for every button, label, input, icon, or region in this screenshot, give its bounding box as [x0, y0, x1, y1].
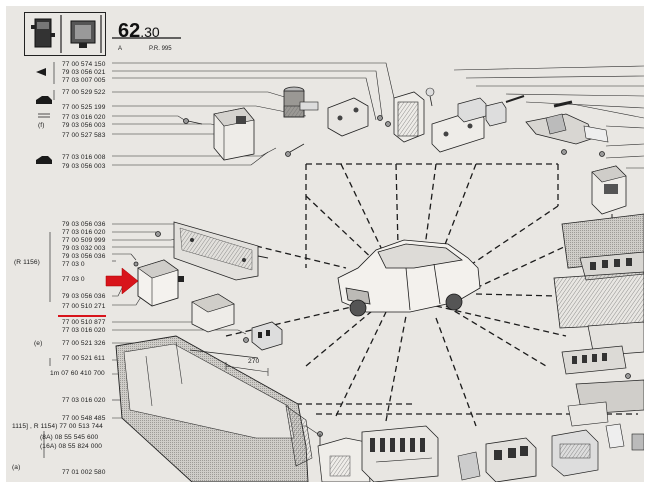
part-number: 77 00 525 199	[62, 104, 106, 111]
page-number-sub: .30	[140, 24, 160, 40]
variant-label-e: (e)	[34, 340, 43, 347]
part-number: 77 00 509 999	[62, 237, 106, 244]
lighter-unit	[393, 87, 435, 143]
part-number: (8A) 08 55 545 600	[40, 434, 99, 441]
part-number: 77 00 510 877	[62, 319, 106, 326]
right-panels	[553, 213, 644, 427]
part-number: 77 03 0	[62, 261, 85, 268]
part-number: 77 03 016 020	[62, 327, 106, 334]
part-number: 79 03 056 021	[62, 69, 106, 76]
square-relay	[213, 107, 255, 161]
part-number: 77 00 548 485	[62, 415, 106, 422]
part-number: 77 03 016 020	[62, 114, 106, 121]
relay-right	[591, 165, 627, 222]
page-reference: P.R. 995	[149, 46, 172, 52]
part-number-highlighted: 77 00 510 271	[62, 303, 106, 310]
rear-lamp-housing	[115, 335, 313, 482]
part-number: 77 00 521 326	[62, 340, 106, 347]
part-number: 77 00 574 150	[62, 61, 106, 68]
page-number: 62.30	[118, 20, 160, 43]
fuse-box-right	[457, 437, 537, 482]
relay-bracket-middle	[173, 221, 269, 281]
part-number: 77 00 521 611	[62, 355, 105, 362]
part-number: 1115] , R 1154) 77 00 513 744	[12, 423, 103, 430]
part-number: 79 03 056 003	[62, 122, 106, 129]
fuse-box-left	[361, 425, 439, 482]
variant-label-a: (a)	[12, 464, 21, 471]
part-number: 77 03 016 020	[62, 229, 106, 236]
part-number: 77 03 007 005	[62, 77, 106, 84]
variant-label-r1156: (R 1156)	[14, 259, 40, 266]
dimension-label: 270	[248, 358, 260, 365]
part-number: 77 03 016 020	[62, 397, 106, 404]
part-number: 79 03 032 003	[62, 245, 106, 252]
part-number: 79 03 056 036	[62, 253, 106, 260]
part-number: 79 03 056 036	[62, 221, 106, 228]
part-number: 77 03 0	[62, 276, 85, 283]
part-number: 79 03 056 036	[62, 293, 106, 300]
cylinder-relay	[283, 86, 319, 118]
connector-bottom-right	[551, 423, 644, 477]
page-number-main: 62	[118, 20, 141, 42]
car-sketch	[337, 239, 481, 317]
variant-label-f: (f)	[38, 122, 45, 129]
part-number: 77 03 016 008	[62, 154, 106, 161]
right-leaders	[453, 65, 644, 169]
part-number: 77 01 002 580	[62, 469, 106, 476]
flasher-relay-highlighted	[137, 259, 184, 307]
header-icon-box	[24, 12, 106, 56]
switch-plate-top-right	[431, 95, 609, 153]
relay-lower	[191, 293, 235, 333]
page-letter: A	[118, 46, 123, 52]
dimension-marker	[225, 362, 269, 376]
part-number: 77 00 529 522	[62, 89, 106, 96]
part-number: 1m 07 60 410 700	[50, 370, 105, 377]
relay-unit-icon	[31, 15, 62, 53]
relay-box-icon	[70, 15, 102, 53]
index-bracket	[43, 62, 55, 458]
vehicle-symbols	[36, 68, 52, 164]
connector-plug	[251, 321, 283, 351]
highlight-underline	[58, 315, 106, 318]
part-number: 77 00 527 583	[62, 132, 106, 139]
lamp-lens	[317, 437, 371, 482]
part-number: (16A) 08 55 824 000	[40, 443, 103, 450]
exploded-diagram	[36, 37, 644, 482]
highlight-arrow	[105, 267, 139, 295]
catalog-sheet: 62.30 A P.R. 995	[6, 6, 644, 482]
part-number: 79 03 056 003	[62, 163, 106, 170]
screws	[125, 115, 631, 446]
mounting-bracket-top	[327, 97, 369, 137]
